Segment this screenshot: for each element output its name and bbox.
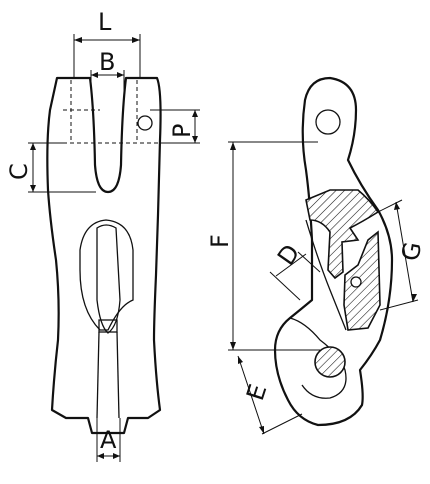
dim-B-arrow-left	[91, 72, 98, 78]
dim-P-arrow-bottom	[192, 136, 198, 143]
dim-L-arrow-right	[132, 37, 140, 43]
dim-G-line	[395, 201, 414, 303]
side-latch-lever	[305, 219, 347, 331]
dim-P-arrow-top	[192, 110, 198, 117]
side-view: F D G E	[206, 76, 427, 435]
front-latch-stem-left	[96, 331, 100, 419]
dim-G-arrow-bottom	[411, 294, 417, 302]
front-lower-opening	[79, 219, 134, 331]
dim-A-label: A	[100, 426, 117, 454]
dim-D-line	[275, 253, 307, 277]
front-latch-base	[98, 319, 118, 333]
dim-G-label: G	[396, 240, 427, 263]
dim-C-arrow-bottom	[30, 185, 36, 192]
dim-A-arrow-left	[97, 453, 104, 459]
dim-C-arrow-top	[30, 143, 36, 150]
side-eye-hole	[315, 109, 341, 135]
side-hatched-pin	[314, 346, 346, 378]
dim-L-label: L	[98, 8, 112, 36]
dim-L-arrow-left	[74, 37, 82, 43]
dim-E-arrow-top	[238, 356, 243, 364]
side-section-hole	[350, 276, 362, 288]
dim-E-label: E	[241, 381, 272, 404]
dim-F-arrow-bottom	[230, 342, 236, 350]
dim-C-label: C	[5, 163, 33, 180]
dim-D-ext-left	[269, 271, 301, 301]
dim-G-arrow-top	[394, 202, 400, 210]
dim-E-line	[237, 355, 265, 435]
dim-G-ext-top	[377, 199, 403, 213]
dim-D-ext-right	[297, 251, 321, 273]
dim-F-label: F	[206, 234, 234, 248]
front-view-body	[46, 76, 162, 435]
dim-G-ext-bottom	[379, 299, 419, 311]
front-latch-stem-right	[116, 331, 120, 419]
dim-D-label: D	[272, 239, 306, 270]
dim-E-ext-bottom	[261, 413, 303, 435]
dim-B-arrow-right	[117, 72, 124, 78]
front-latch	[96, 224, 121, 334]
front-view: L B P C A	[5, 8, 200, 462]
side-inner-throat	[289, 317, 347, 399]
dim-F-arrow-top	[230, 142, 236, 150]
front-pin-hole	[137, 115, 153, 131]
dim-B-label: B	[99, 48, 115, 76]
dim-A-arrow-right	[113, 453, 120, 459]
dim-P-label: P	[168, 124, 196, 138]
side-hatched-section-lower	[343, 230, 381, 331]
side-hatched-section-upper	[305, 189, 380, 280]
dim-E-arrow-bottom	[259, 426, 264, 434]
